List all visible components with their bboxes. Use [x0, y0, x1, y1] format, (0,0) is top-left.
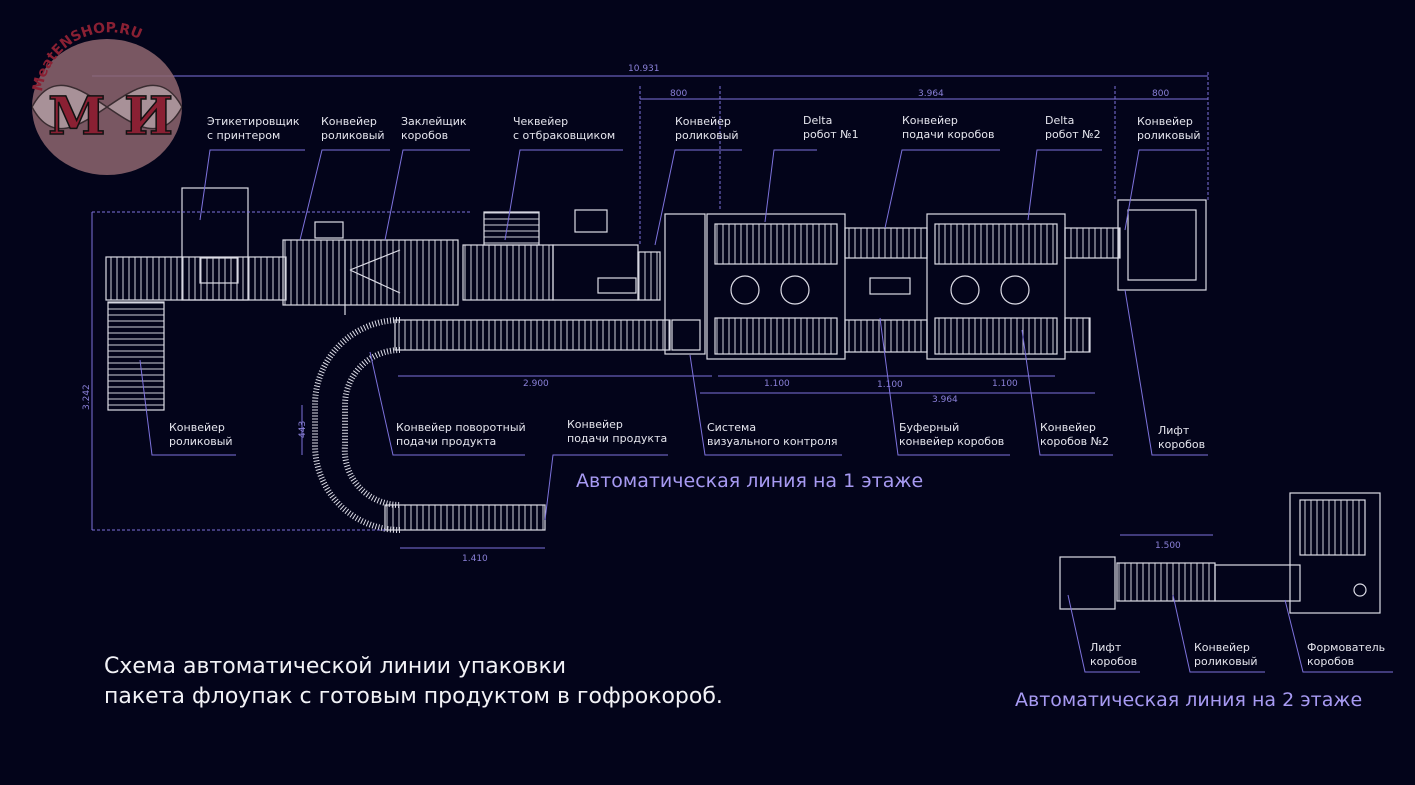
delta-robot-1 [706, 213, 846, 360]
dim-800-left: 800 [670, 89, 687, 99]
dim-800-right: 800 [1152, 89, 1169, 99]
sealer [282, 239, 459, 306]
svg-text:И: И [124, 86, 173, 147]
f2-lift [1059, 556, 1116, 610]
floor-1-title: Автоматическая линия на 1 этаже [576, 470, 924, 492]
diagram-caption: Схема автоматической линии упаковки паке… [104, 654, 723, 709]
box-feed-conveyor [844, 227, 928, 259]
dim-2900: 2.900 [523, 379, 549, 389]
floor-2-title: Автоматическая линия на 2 этаже [1015, 689, 1363, 711]
box-lift [1117, 199, 1207, 291]
f2-former [1289, 492, 1381, 614]
dim-3242: 3.242 [82, 384, 92, 410]
dim-443: 443 [298, 421, 308, 438]
delta-robot-2 [926, 213, 1066, 360]
dim-3964-top: 3.964 [918, 89, 944, 99]
labeler-frame [181, 187, 249, 301]
vision-cabinet [664, 213, 706, 355]
svg-text:М: М [48, 86, 106, 147]
dim-1100-c: 1.100 [992, 379, 1018, 389]
checkweigher [462, 244, 554, 301]
dim-1100-a: 1.100 [764, 379, 790, 389]
product-conveyor [394, 319, 671, 351]
f2-roller [1116, 562, 1216, 602]
dim-3964-bottom: 3.964 [932, 395, 958, 405]
turn-conveyor [312, 317, 401, 533]
dim-1100-b: 1.100 [877, 380, 903, 390]
left-roller-conveyor [107, 301, 165, 411]
feed-conveyor [384, 504, 546, 531]
buffer-conveyor [844, 319, 928, 353]
dim-total: 10.931 [628, 64, 660, 74]
main-conveyor [105, 256, 287, 301]
logo: М И MeatENSHOP.RU [30, 20, 183, 175]
dim-1500: 1.500 [1155, 541, 1181, 551]
dimension-labels: 10.931 800 3.964 800 2.900 1.100 1.100 1… [82, 64, 1181, 564]
dim-1410: 1.410 [462, 554, 488, 564]
